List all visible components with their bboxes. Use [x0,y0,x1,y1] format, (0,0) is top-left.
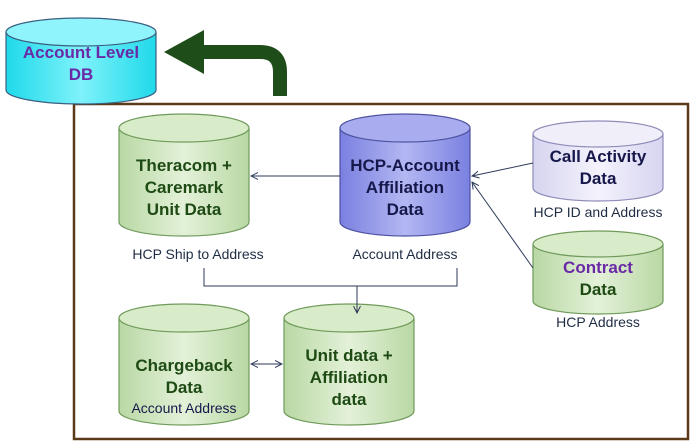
contract-caption: HCP Address [556,314,640,330]
unit-affiliation-cylinder [283,303,415,426]
theracom-cylinder [118,113,250,237]
call-activity-cylinder [532,120,664,202]
hcp-account-label-3: Data [386,200,424,219]
connector-call-to-hcp [472,162,534,176]
hcp-account-label-1: HCP-Account [350,156,460,175]
contract-label-2: Data [579,280,617,299]
account-db-label-2: DB [68,65,94,84]
contract-cylinder [532,230,664,315]
chargeback-label-1: Chargeback [135,356,233,375]
contract-label-1: Contract [563,258,633,277]
theracom-label-1: Theracom + [136,156,232,175]
unit-affiliation-label-2: Affiliation [309,368,389,387]
hcp-account-label-2: Affiliation [365,178,445,197]
theracom-label-3: Unit Data [146,200,222,219]
hcp-account-cylinder [339,113,471,237]
hcp-account-caption: Account Address [352,246,458,262]
account-db-label-1: Account Level [22,43,140,62]
merge-bracket [203,268,458,287]
call-activity-label-1: Call Activity [549,147,647,166]
chargeback-label-2: Data [165,378,203,397]
call-activity-label-2: Data [579,169,617,188]
call-activity-caption: HCP ID and Address [533,204,663,220]
chargeback-cylinder [118,303,250,426]
account-level-db-cylinder [5,17,157,105]
unit-affiliation-label-1: Unit data + [305,346,393,365]
chargeback-label-3: Account Address [131,400,237,416]
return-arrow-icon [164,30,287,96]
theracom-caption: HCP Ship to Address [132,246,264,262]
connector-contract-to-hcp [472,182,534,269]
system-boundary-frame [72,102,690,441]
unit-affiliation-label-3: data [331,390,367,409]
theracom-label-2: Caremark [144,178,224,197]
